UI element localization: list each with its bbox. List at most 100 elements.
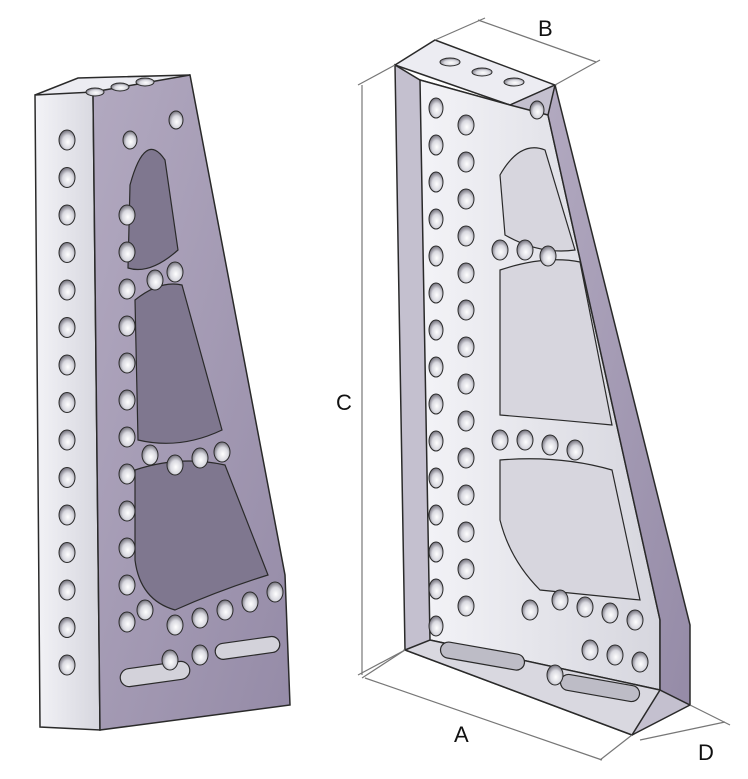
left-gusset-hole [118,463,136,485]
left-top-hole-3 [135,77,155,87]
dim-d-ext-1 [689,704,731,726]
right-inner-hole [457,151,475,173]
left-gusset-hole [191,607,209,629]
right-angle-plate [393,39,691,736]
left-gusset-hole [118,537,136,559]
right-inner-hole [457,373,475,395]
right-inner-hole [457,521,475,543]
left-gusset-hole [118,611,136,633]
right-strip-hole [428,208,444,230]
left-base-slot-2 [214,635,281,660]
left-column-hole [58,542,76,563]
dim-a-line [364,677,603,761]
left-column-hole [58,317,76,338]
dim-d-line [639,721,726,741]
dim-c-ext-1 [357,64,396,86]
right-strip-hole [428,578,444,600]
left-gusset-hole [118,241,136,263]
right-cutout-middle [499,259,613,426]
dimension-label-c: C [336,390,352,415]
right-strip-hole [428,171,444,193]
left-column-hole [58,129,76,151]
left-top-hole-1 [85,87,105,97]
left-cutout-top [127,148,179,271]
right-cutout-bottom [499,458,641,601]
left-gusset-hole [146,269,164,291]
left-column-hole [58,204,76,226]
right-inner-hole [457,262,475,284]
right-inner-hole [631,651,649,673]
right-strip-hole [428,393,444,415]
left-gusset-hole [166,454,184,476]
dimension-lines [357,17,731,761]
dim-b-ext-2 [554,59,601,86]
right-inner-hole [457,336,475,358]
right-inner-hole [457,595,475,617]
left-column-hole [58,429,76,451]
dim-b-line [477,19,597,63]
left-hole-pattern [58,110,284,676]
left-column-hole [58,242,76,263]
right-strip-hole [428,504,444,526]
right-inner-hole [581,639,599,661]
right-inner-hole [516,239,534,261]
right-inner-hole [521,599,539,621]
right-inner-hole [529,100,545,120]
left-column-hole [58,467,76,488]
left-gusset-hole [141,444,159,466]
right-inner-hole [457,299,475,321]
dim-a-ext-2 [599,734,633,761]
right-inner-hole [601,602,619,624]
left-gusset-hole [213,441,231,463]
right-strip-hole [428,467,444,489]
right-cutout-top [499,147,576,252]
left-gusset-hole [191,447,209,469]
dim-a-ext-1 [361,649,406,679]
right-base-slot-1 [439,641,526,671]
right-top-hole-2 [471,67,493,77]
left-column-hole [58,167,76,188]
right-inner-hole [457,410,475,432]
left-gusset-hole [161,649,179,671]
left-gusset-hole [136,599,154,621]
left-gusset-hole [118,315,136,337]
dimension-label-a: A [454,722,469,747]
right-inner-hole [491,429,509,451]
left-gusset-hole [191,644,209,666]
right-hole-pattern [428,97,649,686]
left-gusset-hole [118,352,136,374]
right-strip-hole [428,282,444,304]
right-base-plate [402,639,662,736]
left-column-hole [58,654,76,676]
left-gusset-hole [118,204,136,226]
left-gusset-hole [168,110,184,130]
left-column-hole [58,579,76,601]
left-gusset-hole [241,591,259,613]
dim-b-ext-1 [434,17,486,41]
right-strip-hole [428,134,444,156]
left-gusset-hole [118,389,136,411]
left-gusset-hole [166,614,184,636]
left-gusset-hole [118,278,136,300]
left-column-hole [58,279,76,301]
right-inner-hole [551,589,569,611]
dimension-label-b: B [538,16,553,41]
right-strip-hole [428,356,444,378]
left-gusset-hole [118,574,136,596]
left-angle-plate [34,74,291,731]
left-gusset-hole [266,581,284,603]
left-column-hole [58,504,76,526]
right-inner-hole [457,447,475,469]
right-strip-hole [428,97,444,119]
right-inner-hole [491,239,509,261]
right-top-hole-3 [503,77,525,87]
right-inner-hole [546,664,564,686]
right-inner-hole [457,188,475,210]
right-inner-hole [457,558,475,580]
left-gusset-hole [216,599,234,621]
right-inner-hole [457,484,475,506]
right-top-hole-1 [439,57,461,67]
left-gusset-hole [166,261,184,283]
right-strip-hole [428,615,444,637]
left-gusset-hole [122,130,138,150]
